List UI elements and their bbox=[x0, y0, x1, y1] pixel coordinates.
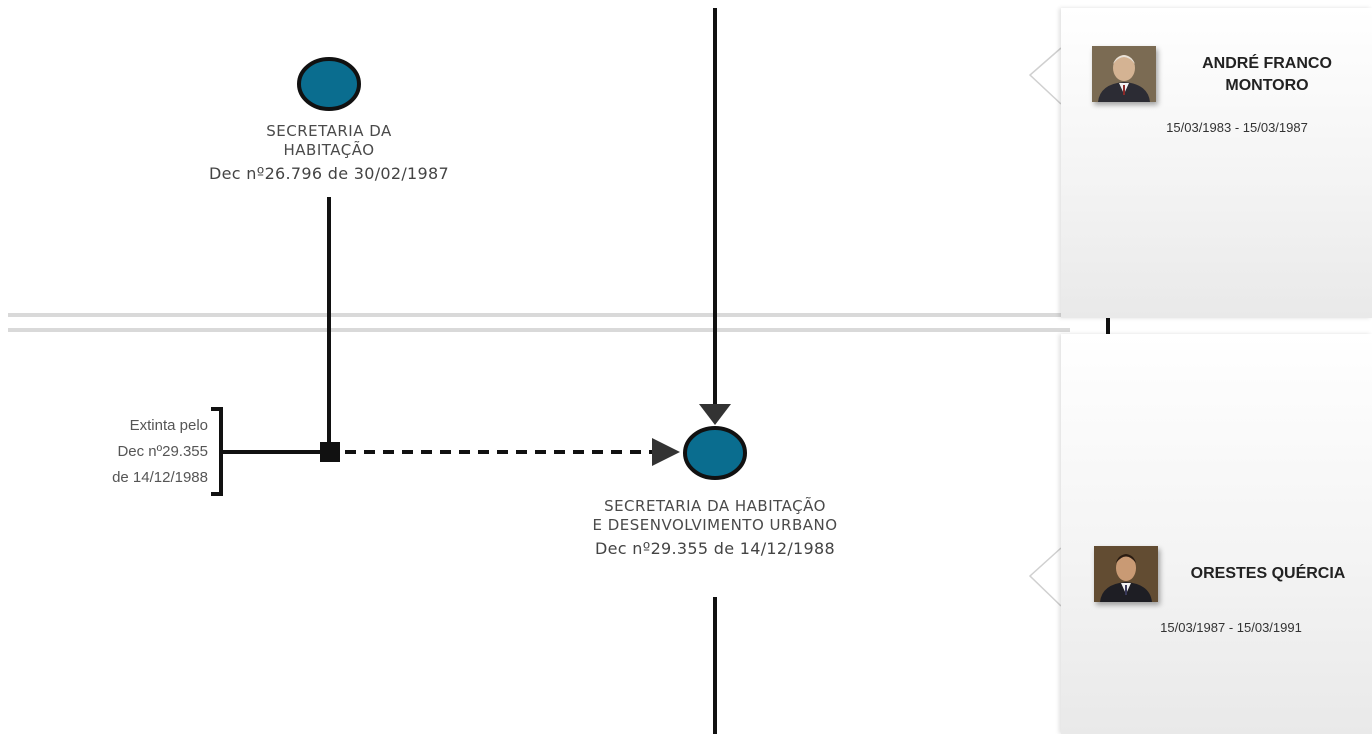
governor-card[interactable]: ANDRÉ FRANCO MONTORO 15/03/1983 - 15/03/… bbox=[1061, 8, 1372, 208]
period-divider bbox=[8, 328, 1070, 332]
governor-name: ORESTES QUÉRCIA bbox=[1190, 565, 1346, 582]
governor-term: 15/03/1983 - 15/03/1987 bbox=[1166, 120, 1308, 135]
governor-name: ANDRÉ FRANCO MONTORO bbox=[1202, 55, 1332, 94]
arrow-right-icon bbox=[652, 438, 680, 466]
node-decree: Dec nº26.796 de 30/02/1987 bbox=[209, 163, 449, 183]
node-secretaria-habitacao-desenvolvimento[interactable] bbox=[683, 426, 747, 480]
node-label-secretaria-habitacao-desenvolvimento: SECRETARIA DA HABITAÇÃO E DESENVOLVIMENT… bbox=[530, 497, 900, 559]
node-secretaria-habitacao[interactable] bbox=[297, 57, 361, 111]
portrait-photo-icon bbox=[1092, 46, 1156, 102]
governor-term: 15/03/1987 - 15/03/1991 bbox=[1160, 620, 1302, 635]
node-name: SECRETARIA DA HABITAÇÃO bbox=[266, 122, 392, 159]
governor-panel bbox=[1061, 334, 1372, 734]
panel-pointer bbox=[1030, 48, 1061, 104]
arrow-down-icon bbox=[699, 404, 731, 425]
node-name: SECRETARIA DA HABITAÇÃO E DESENVOLVIMENT… bbox=[592, 497, 838, 534]
panel-pointer-edge bbox=[1028, 47, 1062, 105]
period-divider bbox=[8, 313, 1070, 317]
note-bracket bbox=[211, 407, 223, 496]
node-label-secretaria-habitacao: SECRETARIA DA HABITAÇÃO Dec nº26.796 de … bbox=[169, 122, 489, 184]
panel-pointer bbox=[1030, 548, 1061, 606]
extinction-note: Extinta pelo Dec nº29.355 de 14/12/1988 bbox=[112, 417, 208, 486]
panel-pointer-edge bbox=[1028, 547, 1062, 607]
junction-marker bbox=[320, 442, 340, 462]
portrait-photo-icon bbox=[1094, 546, 1158, 602]
node-decree: Dec nº29.355 de 14/12/1988 bbox=[595, 538, 835, 558]
governor-card[interactable]: ORESTES QUÉRCIA 15/03/1987 - 15/03/1991 bbox=[1061, 334, 1372, 734]
